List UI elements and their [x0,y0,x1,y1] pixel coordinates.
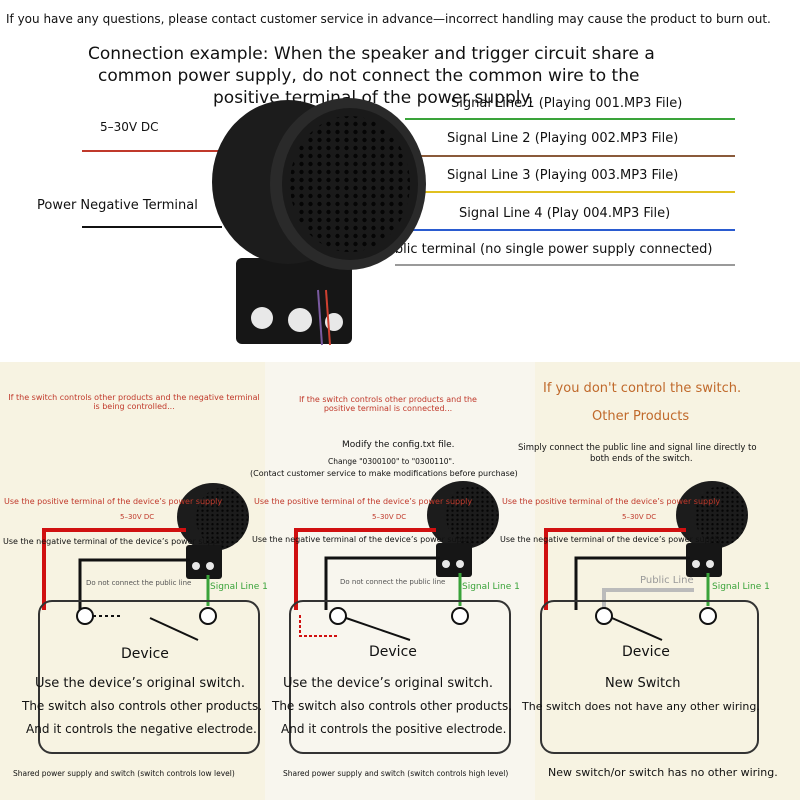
panel-3-voltage: 5–30V DC [622,513,657,521]
panel-1-title: If the switch controls other products an… [8,393,260,411]
panel-2-config-1: Modify the config.txt file. [342,440,455,450]
device-box-panel-2 [289,600,511,754]
blue-signal-wire-4 [405,229,735,231]
green-signal-wire-1 [405,118,735,120]
black-negative-wire [82,226,222,228]
panel-3-positive: Use the positive terminal of the device’… [502,497,721,506]
panel-3-title: If you don't control the switch. [543,381,742,396]
panel-2-signal: Signal Line 1 [462,582,520,592]
example-line-1: Connection example: When the speaker and… [88,44,655,64]
device-box-panel-1 [38,600,260,754]
panel-1-footer: Shared power supply and switch (switch c… [13,769,235,778]
panel-3-footer: New switch/or switch has no other wiring… [548,766,778,779]
device-box-panel-3 [540,600,759,754]
panel-1-line-1: Use the device’s original switch. [35,676,245,691]
panel-3-desc-2: both ends of the switch. [590,454,693,464]
panel-2-line-2: The switch also controls other products. [272,699,513,713]
panel-2-config-3: (Contact customer service to make modifi… [250,469,518,478]
red-power-wire [82,150,222,152]
panel-1-no-public: Do not connect the public line [86,579,192,587]
panel-2-line-3: And it controls the positive electrode. [281,722,507,736]
panel-1-signal: Signal Line 1 [210,582,268,592]
panel-2-line-1: Use the device’s original switch. [283,676,493,691]
panel-2-config-2: Change "0300100" to "0300110". [328,457,455,466]
public-terminal-label: Public terminal (no single power supply … [379,242,713,257]
panel-3-desc-1: Simply connect the public line and signa… [518,443,757,453]
warning-text: If you have any questions, please contac… [6,12,771,26]
top-negative-label: Power Negative Terminal [37,198,198,213]
panel-2-no-public: Do not connect the public line [340,578,446,586]
panel-3-line-2: The switch does not have any other wirin… [522,700,760,713]
panel-2-negative: Use the negative terminal of the device’… [252,535,474,544]
brown-signal-wire-2 [410,155,735,157]
panel-2-positive: Use the positive terminal of the device’… [254,497,473,506]
panel-3-switch: New Switch [605,676,681,691]
panel-3-subtitle: Other Products [592,409,690,424]
panel-1-positive: Use the positive terminal of the device’… [4,497,223,506]
panel-3-negative: Use the negative terminal of the device’… [500,535,722,544]
panel-1-voltage: 5–30V DC [120,513,155,521]
panel-1-line-2: The switch also controls other products. [22,699,263,713]
yellow-signal-wire-3 [415,191,735,193]
signal-line-2-label: Signal Line 2 (Playing 002.MP3 File) [447,131,679,146]
panel-2-title: If the switch controls other products an… [299,395,477,413]
example-line-2: common power supply, do not connect the … [98,66,640,86]
panel-2-device: Device [369,644,417,660]
panel-2-voltage: 5–30V DC [372,513,407,521]
gray-public-wire [395,264,735,266]
panel-3-signal: Signal Line 1 [712,582,770,592]
panel-3-device: Device [622,644,670,660]
signal-line-4-label: Signal Line 4 (Play 004.MP3 File) [459,206,671,221]
panel-3-public: Public Line [640,575,694,586]
signal-line-3-label: Signal Line 3 (Playing 003.MP3 File) [447,168,679,183]
panel-2-footer: Shared power supply and switch (switch c… [283,769,509,778]
signal-line-1-label: Signal Line 1 (Playing 001.MP3 File) [451,96,683,111]
panel-1-line-3: And it controls the negative electrode. [26,722,257,736]
top-voltage-label: 5–30V DC [100,120,159,134]
panel-1-negative: Use the negative terminal of the device’… [3,537,225,546]
panel-1-device: Device [121,646,169,662]
